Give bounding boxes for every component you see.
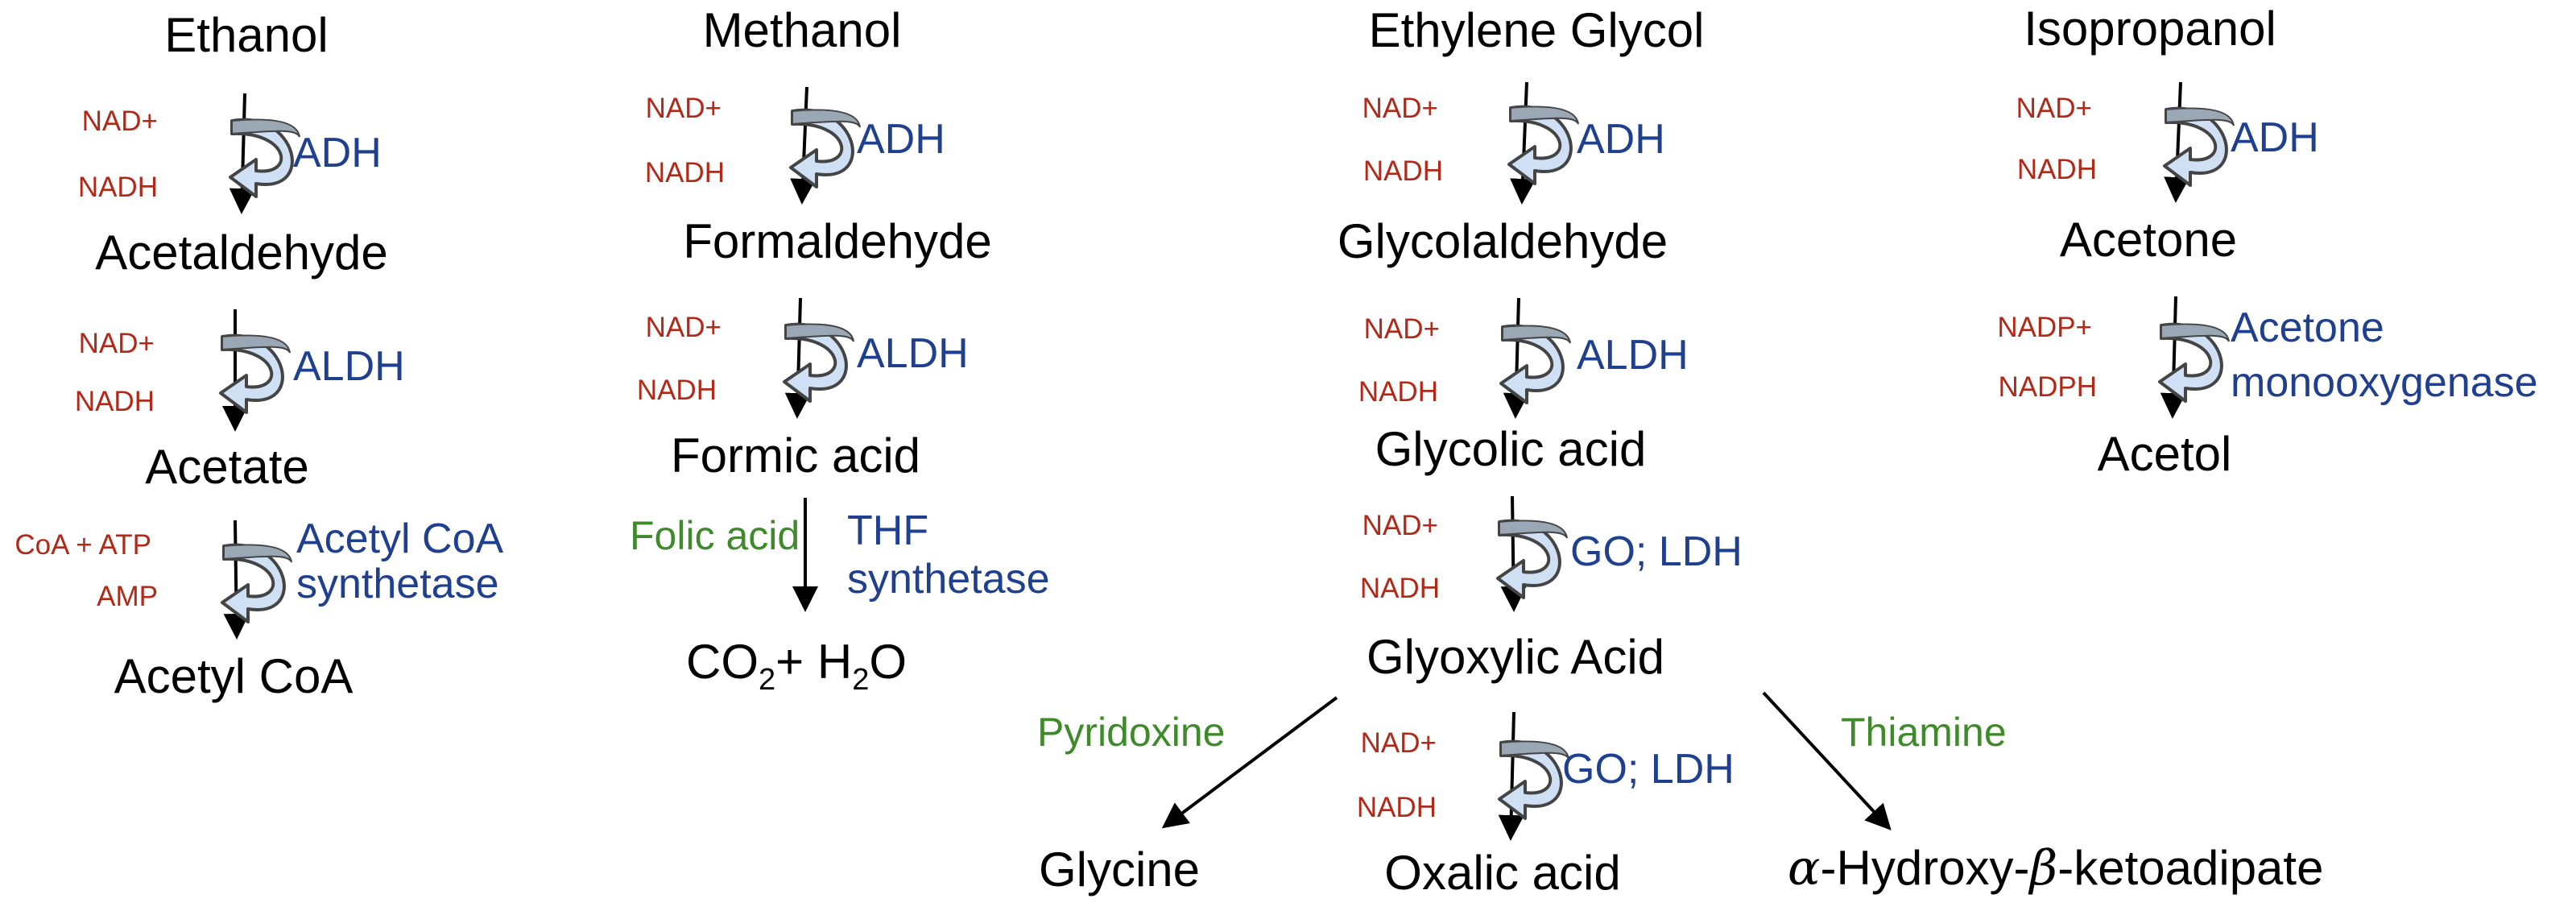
product-co2-h2o: CO2+ H2O (686, 635, 907, 697)
subscript-2: 2 (759, 663, 775, 697)
compound-methanol: Methanol (703, 3, 902, 57)
cofactor-out: NADH (2017, 154, 2097, 185)
cofactor-out: NADH (75, 386, 155, 417)
cofactor-out: NADPH (1998, 371, 2097, 403)
reaction-arrow-acetate-acetylcoa (223, 520, 250, 640)
enzyme-label: ADH (1577, 116, 1665, 163)
reaction-arrow-methanol-formaldehyde (790, 86, 817, 205)
compound-acetate: Acetate (145, 440, 308, 494)
cofactor-in: NAD+ (1362, 93, 1438, 124)
enzyme-label: Acetone (2231, 304, 2384, 351)
cofactor-arrow-icon (219, 333, 292, 414)
methanol-pathway: Methanol NAD+ NADH ADH Formaldehyde NAD+… (630, 3, 1050, 697)
compound-glycolaldehyde: Glycolaldehyde (1338, 214, 1668, 268)
o-text: O (869, 635, 907, 689)
cofactor-in: NAD+ (2016, 93, 2092, 124)
enzyme-label: ADH (857, 116, 945, 163)
enzyme-label: THF (847, 507, 928, 554)
cofactor-arrow-icon (1507, 105, 1580, 185)
reaction-arrow-glyoxylic-glycine (1161, 696, 1338, 829)
reaction-arrow-formaldehyde-formic-acid (784, 297, 811, 419)
vitamin-label: Thiamine (1841, 710, 2007, 755)
enzyme-label: synthetase (847, 556, 1050, 603)
compound-acetol: Acetol (2098, 427, 2232, 481)
reaction-arrow-glyoxylic-ketoadipate (1762, 691, 1892, 830)
cofactor-arrow-icon (783, 322, 855, 403)
reaction-arrow-glyoxylic-oxalic (1498, 711, 1524, 841)
cofactor-arrow-icon (2163, 106, 2235, 187)
hydroxy-text: -Hydroxy- (1821, 841, 2030, 895)
vitamin-label: Pyridoxine (1037, 710, 1225, 755)
compound-ethanol: Ethanol (164, 8, 329, 62)
enzyme-label: ALDH (857, 330, 969, 377)
enzyme-label: GO; LDH (1562, 746, 1735, 793)
alpha-symbol: α (1788, 840, 1821, 897)
enzyme-label: ADH (2231, 114, 2319, 161)
cofactor-arrow-icon (1499, 324, 1572, 404)
cofactor-out: NADH (1357, 792, 1437, 823)
cofactor-in: NAD+ (82, 106, 158, 137)
enzyme-label: Acetyl CoA (296, 516, 504, 562)
cofactor-arrow-icon (229, 118, 301, 198)
compound-ethylene-glycol: Ethylene Glycol (1369, 3, 1705, 57)
compound-glycolic-acid: Glycolic acid (1375, 422, 1647, 476)
ethanol-pathway: Ethanol NAD+ NADH ADH Acetaldehyde NAD+ … (14, 8, 503, 703)
cofactor-in: NAD+ (79, 328, 155, 359)
cofactor-arrow-icon (221, 543, 293, 623)
cofactor-arrow-icon (2158, 322, 2231, 403)
cofactor-out: NADH (645, 157, 725, 188)
compound-oxalic-acid: Oxalic acid (1384, 846, 1620, 900)
cofactor-in: NADP+ (1997, 312, 2092, 343)
cofactor-out: NADH (637, 375, 717, 406)
compound-glycine: Glycine (1039, 843, 1200, 897)
compound-glyoxylic-acid: Glyoxylic Acid (1367, 630, 1664, 684)
enzyme-label: ALDH (293, 343, 405, 390)
plus-h-text: + H (775, 635, 852, 689)
compound-formic-acid: Formic acid (671, 429, 920, 482)
cofactor-out: AMP (97, 581, 158, 612)
beta-symbol: β (2028, 840, 2058, 897)
compound-acetaldehyde: Acetaldehyde (95, 226, 388, 280)
cofactor-out: NADH (1358, 376, 1438, 408)
cofactor-arrow-icon (789, 108, 862, 188)
cofactor-in: NAD+ (1362, 510, 1438, 541)
cofactor-arrow-icon (1496, 519, 1569, 599)
cofactor-in: NAD+ (1361, 727, 1437, 759)
cofactor-out: NADH (78, 172, 158, 203)
ethylene-glycol-pathway: Ethylene Glycol NAD+ NADH ADH Glycolalde… (1037, 3, 2323, 900)
vitamin-label: Folic acid (630, 513, 800, 558)
enzyme-label: ADH (293, 130, 382, 176)
compound-isopropanol: Isopropanol (2024, 2, 2276, 56)
compound-acetone: Acetone (2060, 213, 2237, 267)
cofactor-out: NADH (1363, 155, 1443, 187)
enzyme-label: GO; LDH (1570, 528, 1743, 575)
co-text: CO (686, 635, 759, 689)
compound-acetyl-coa: Acetyl CoA (114, 649, 354, 703)
enzyme-label: monooxygenase (2231, 359, 2538, 406)
reaction-arrow-isopropanol-acetone (2164, 81, 2190, 203)
cofactor-out: NADH (1360, 573, 1440, 604)
compound-formaldehyde: Formaldehyde (683, 214, 992, 268)
cofactor-in: NAD+ (646, 312, 722, 343)
cofactor-in: NAD+ (1364, 313, 1440, 345)
cofactor-arrow-icon (1498, 739, 1570, 820)
cofactor-in: NAD+ (646, 93, 722, 124)
ketoadipate-text: -ketoadipate (2057, 841, 2323, 895)
compound-alpha-hydroxy-beta-ketoadipate: α-Hydroxy-β-ketoadipate (1788, 840, 2323, 897)
reaction-arrow-eg-glycolaldehyde (1510, 81, 1536, 205)
enzyme-label: synthetase (296, 561, 499, 607)
enzyme-label: ALDH (1577, 332, 1689, 379)
isopropanol-pathway: Isopropanol NAD+ NADH ADH Acetone NADP+ … (1997, 2, 2537, 481)
cofactor-in: CoA + ATP (14, 529, 151, 561)
reaction-arrow-ethanol-acetaldehyde (229, 93, 255, 214)
subscript-2: 2 (852, 663, 869, 697)
reaction-arrow-acetone-acetol (2160, 296, 2186, 419)
